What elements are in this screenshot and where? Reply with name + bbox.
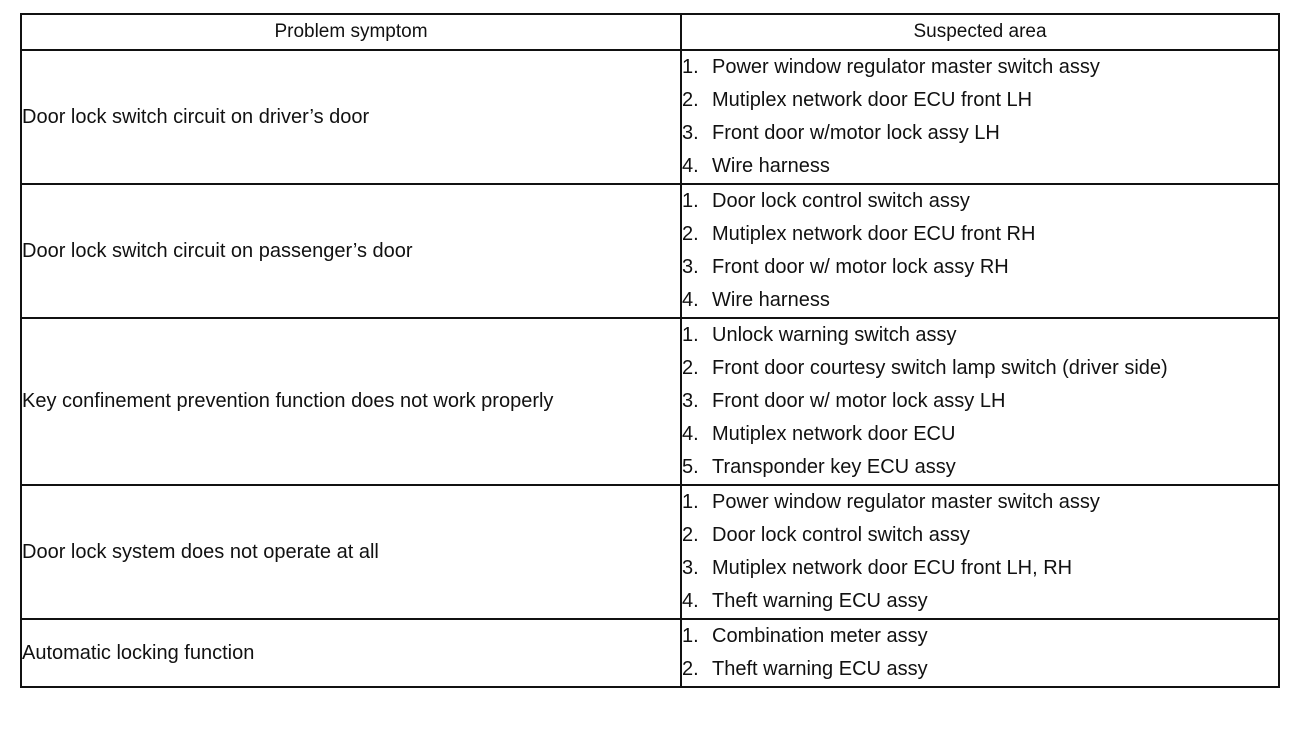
item-text: Mutiplex network door ECU front RH (712, 223, 1036, 245)
suspected-area-list: 1. Door lock control switch assy 2. Mutiple… (682, 185, 1278, 317)
item-text: Power window regulator master switch ass… (712, 491, 1100, 513)
table-row: Door lock switch circuit on passenger’s … (20, 183, 1280, 319)
suspected-area-cell: 1. Power window regulator master switch a… (680, 49, 1280, 185)
item-number: 1. (682, 190, 699, 212)
item-number: 1. (682, 324, 699, 346)
suspected-area-item: 1. Power window regulator master switch a… (682, 486, 1278, 519)
suspected-area-list: 1. Power window regulator master switch a… (682, 51, 1278, 183)
item-text: Wire harness (712, 289, 830, 311)
item-number: 2. (682, 89, 699, 111)
item-text: Front door w/motor lock assy LH (712, 122, 1000, 144)
item-number: 1. (682, 625, 699, 647)
suspected-area-item: 4. Theft warning ECU assy (682, 585, 1278, 618)
suspected-area-cell: 1. Combination meter assy 2. Theft warning … (680, 618, 1280, 688)
item-number: 1. (682, 491, 699, 513)
table-body: Door lock switch circuit on driver’s doo… (20, 49, 1280, 688)
problem-symptom-cell: Door lock switch circuit on passenger’s … (20, 183, 682, 319)
item-number: 1. (682, 56, 699, 78)
suspected-area-cell: 1. Power window regulator master switch a… (680, 484, 1280, 620)
item-text: Door lock control switch assy (712, 524, 970, 546)
suspected-area-list: 1. Combination meter assy 2. Theft warning … (682, 620, 1278, 686)
item-text: Combination meter assy (712, 625, 928, 647)
suspected-area-item: 4. Wire harness (682, 284, 1278, 317)
item-text: Front door w/ motor lock assy RH (712, 256, 1009, 278)
suspected-area-item: 4. Wire harness (682, 150, 1278, 183)
item-text: Front door courtesy switch lamp switch (… (712, 357, 1168, 379)
item-number: 2. (682, 357, 699, 379)
problem-symptom-cell: Automatic locking function (20, 618, 682, 688)
column-header-suspected-area: Suspected area (680, 13, 1280, 51)
suspected-area-item: 2. Mutiplex network door ECU front LH (682, 84, 1278, 117)
item-text: Unlock warning switch assy (712, 324, 957, 346)
problem-symptom-cell: Door lock switch circuit on driver’s doo… (20, 49, 682, 185)
item-number: 4. (682, 155, 699, 177)
item-text: Power window regulator master switch ass… (712, 56, 1100, 78)
item-text: Wire harness (712, 155, 830, 177)
item-text: Transponder key ECU assy (712, 456, 956, 478)
item-number: 2. (682, 223, 699, 245)
troubleshooting-table: Problem symptom Suspected area Door lock… (20, 13, 1280, 688)
item-number: 3. (682, 557, 699, 579)
item-text: Theft warning ECU assy (712, 658, 928, 680)
suspected-area-item: 3. Mutiplex network door ECU front LH, RH (682, 552, 1278, 585)
problem-symptom-cell: Door lock system does not operate at all (20, 484, 682, 620)
header-row: Problem symptom Suspected area (20, 13, 1280, 51)
item-number: 4. (682, 289, 699, 311)
suspected-area-item: 1. Door lock control switch assy (682, 185, 1278, 218)
suspected-area-item: 3. Front door w/motor lock assy LH (682, 117, 1278, 150)
suspected-area-cell: 1. Unlock warning switch assy 2. Front door… (680, 317, 1280, 486)
table-row: Door lock system does not operate at all… (20, 484, 1280, 620)
column-header-problem-symptom: Problem symptom (20, 13, 682, 51)
suspected-area-item: 2. Front door courtesy switch lamp switch… (682, 352, 1278, 385)
suspected-area-list: 1. Power window regulator master switch a… (682, 486, 1278, 618)
item-text: Mutiplex network door ECU front LH (712, 89, 1033, 111)
suspected-area-item: 3. Front door w/ motor lock assy RH (682, 251, 1278, 284)
item-number: 3. (682, 256, 699, 278)
item-text: Door lock control switch assy (712, 190, 970, 212)
problem-symptom-cell: Key confinement prevention function does… (20, 317, 682, 486)
suspected-area-item: 2. Theft warning ECU assy (682, 653, 1278, 686)
item-number: 4. (682, 590, 699, 612)
item-number: 5. (682, 456, 699, 478)
table-row: Door lock switch circuit on driver’s doo… (20, 49, 1280, 185)
item-number: 3. (682, 122, 699, 144)
suspected-area-item: 2. Mutiplex network door ECU front RH (682, 218, 1278, 251)
item-text: Mutiplex network door ECU (712, 423, 956, 445)
item-text: Mutiplex network door ECU front LH, RH (712, 557, 1073, 579)
item-number: 3. (682, 390, 699, 412)
suspected-area-list: 1. Unlock warning switch assy 2. Front door… (682, 319, 1278, 484)
item-number: 2. (682, 658, 699, 680)
item-number: 2. (682, 524, 699, 546)
item-text: Front door w/ motor lock assy LH (712, 390, 1006, 412)
suspected-area-item: 3. Front door w/ motor lock assy LH (682, 385, 1278, 418)
item-text: Theft warning ECU assy (712, 590, 928, 612)
suspected-area-cell: 1. Door lock control switch assy 2. Mutiple… (680, 183, 1280, 319)
item-number: 4. (682, 423, 699, 445)
suspected-area-item: 2. Door lock control switch assy (682, 519, 1278, 552)
table-row: Key confinement prevention function does… (20, 317, 1280, 486)
suspected-area-item: 5. Transponder key ECU assy (682, 451, 1278, 484)
suspected-area-item: 1. Power window regulator master switch a… (682, 51, 1278, 84)
suspected-area-item: 1. Unlock warning switch assy (682, 319, 1278, 352)
suspected-area-item: 4. Mutiplex network door ECU (682, 418, 1278, 451)
suspected-area-item: 1. Combination meter assy (682, 620, 1278, 653)
